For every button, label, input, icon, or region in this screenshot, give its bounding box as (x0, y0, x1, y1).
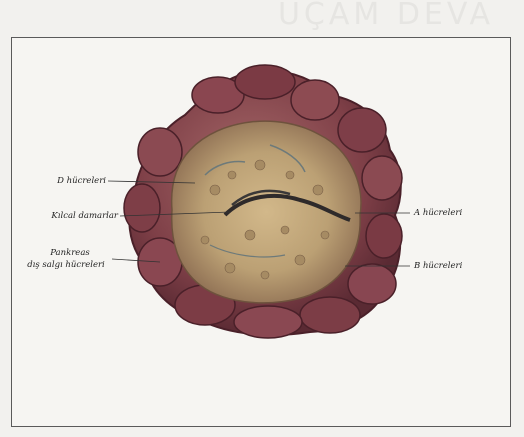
label-b-cells: B hücreleri (414, 261, 462, 272)
label-a-cells: A hücreleri (414, 208, 462, 219)
label-pancreas-line2: dış salgı hücreleri (22, 260, 110, 271)
label-capillaries: Kılcal damarlar (20, 211, 118, 222)
islet-core (172, 121, 361, 303)
label-d-cells: D hücreleri (22, 176, 106, 187)
label-pancreas-line1: Pankreas (30, 248, 110, 259)
